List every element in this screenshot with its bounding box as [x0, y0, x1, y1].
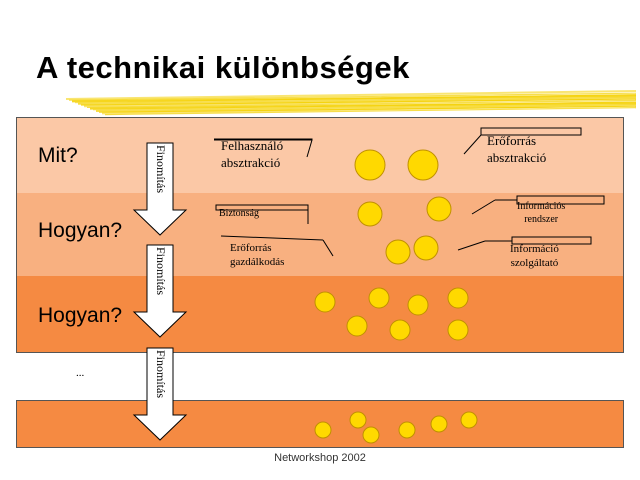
resource-circle	[349, 411, 367, 429]
level-label-hogyan-1: Hogyan?	[38, 219, 123, 242]
footer-text: Networkshop 2002	[274, 452, 366, 464]
level-label-hogyan-2: Hogyan?	[38, 304, 123, 327]
resource-circle	[314, 291, 336, 313]
callout-info-provider: Információ szolgáltató	[510, 243, 559, 269]
resource-circle	[460, 411, 478, 429]
refinement-label-2: Finomítás	[154, 247, 168, 296]
band-hogyan-2	[16, 276, 624, 353]
callout-resource-management: Erőforrás gazdálkodás	[230, 242, 285, 268]
callout-security: Biztonság	[219, 208, 259, 219]
resource-circle	[368, 287, 390, 309]
resource-circle	[407, 149, 439, 181]
refinement-arrow-1	[132, 142, 188, 236]
level-label-mit: Mit?	[38, 144, 78, 167]
resource-circle	[447, 319, 469, 341]
resource-circle	[413, 235, 439, 261]
callout-line-resource-management	[220, 235, 324, 241]
callout-box-security	[215, 204, 309, 211]
resource-circle	[426, 196, 452, 222]
resource-circle	[346, 315, 368, 337]
resource-circle	[389, 319, 411, 341]
callout-line-user-abstraction	[214, 138, 313, 141]
refinement-arrow-3	[132, 347, 188, 441]
refinement-label-1: Finomítás	[154, 145, 168, 194]
ellipsis: ...	[76, 367, 85, 379]
resource-circle	[447, 287, 469, 309]
band-mit	[16, 117, 624, 194]
refinement-arrow-2	[132, 244, 188, 338]
callout-resource-abstraction: Erőforrás absztrakció	[487, 133, 547, 165]
refinement-label-3: Finomítás	[154, 350, 168, 399]
resource-circle	[385, 239, 411, 265]
resource-circle	[398, 421, 416, 439]
resource-circle	[357, 201, 383, 227]
callout-info-system: Információs rendszer	[517, 201, 566, 225]
resource-circle	[430, 415, 448, 433]
resource-circle	[354, 149, 386, 181]
resource-circle	[362, 426, 380, 444]
resource-circle	[407, 294, 429, 316]
callout-user-abstraction: Felhasználó absztrakció	[221, 138, 284, 170]
callout-box-resource-abstraction	[480, 127, 582, 136]
resource-circles	[314, 149, 478, 444]
page-title: A technikai különbségek	[36, 50, 410, 85]
resource-circle	[314, 421, 332, 439]
